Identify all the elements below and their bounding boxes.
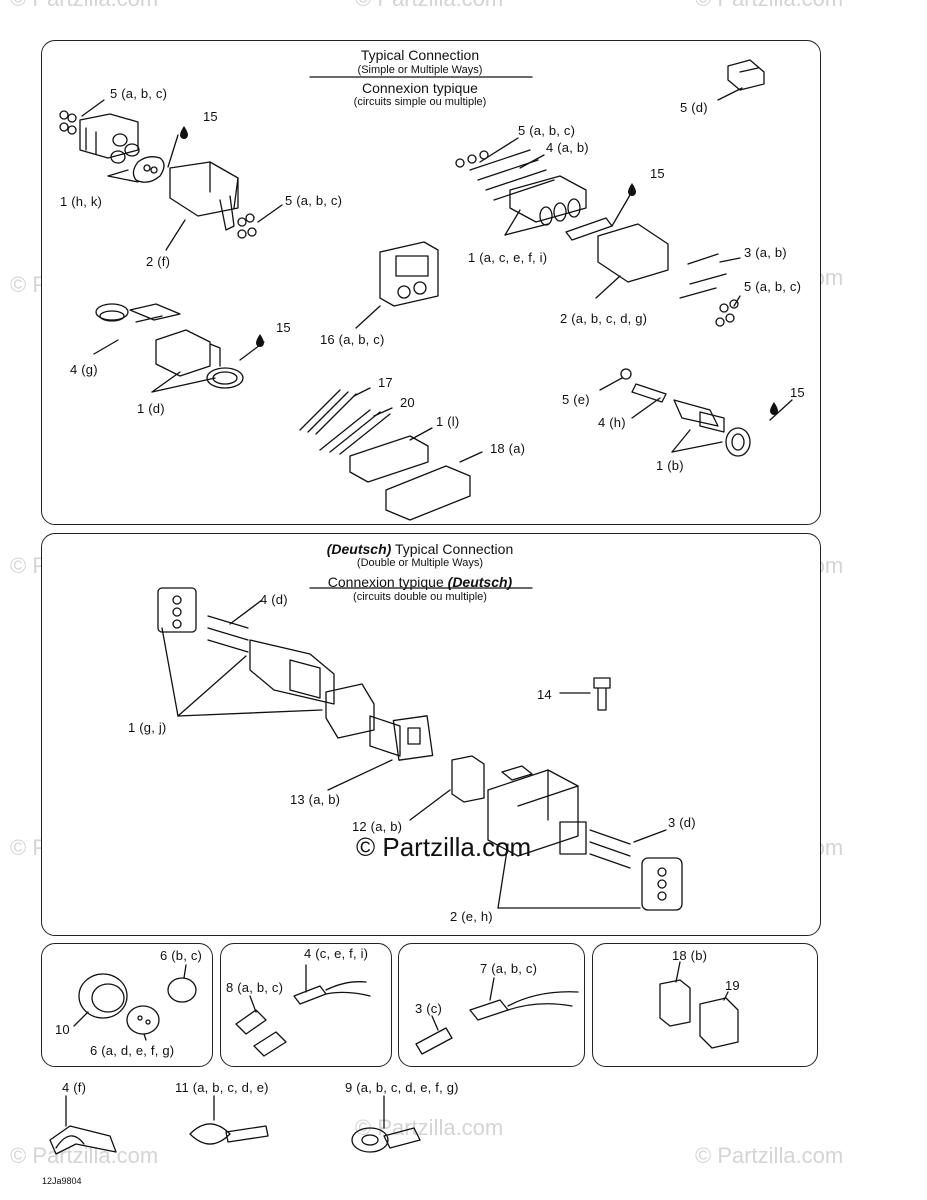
callout-label: 4 (g) [70,362,98,377]
deutsch-subtitle-en: (Double or Multiple Ways) [356,557,484,569]
callout-label: 10 [55,1022,70,1037]
deutsch-title-fr-text: Connexion typique [327,574,444,590]
callout-label: 2 (f) [146,254,171,269]
center-watermark: © Partzilla.com [356,832,532,862]
panel-subtitle-fr: (circuits simple ou multiple) [353,96,487,108]
callout-label: 4 (d) [260,592,288,607]
callout-label: 18 (a) [490,441,526,456]
callout-label: 4 (h) [598,415,626,430]
callout-label: 4 (f) [62,1080,87,1095]
callout-label: 6 (a, d, e, f, g) [90,1043,175,1058]
callout-label: 4 (c, e, f, i) [304,946,369,961]
box-tubes [220,943,392,1067]
callout-label: 15 [203,109,218,124]
callout-label: 5 (e) [562,392,590,407]
callout-label: 2 (a, b, c, d, g) [560,311,648,326]
box-caps [592,943,818,1067]
callout-label: 17 [378,375,393,390]
callout-label: 5 (a, b, c) [110,86,168,101]
watermark: © Partzilla.com [355,0,503,12]
callout-label: 1 (l) [436,414,460,429]
callout-label: 5 (a, b, c) [285,193,343,208]
deutsch-brand-fr: (Deutsch) [447,574,513,590]
deutsch-title-fr: Connexion typique (Deutsch) [300,574,540,590]
deutsch-subtitle-fr: (circuits double ou multiple) [353,591,487,603]
callout-label: 15 [650,166,665,181]
callout-label: 1 (a, c, e, f, i) [468,250,548,265]
panel-subtitle-en: (Simple or Multiple Ways) [357,64,483,76]
callout-label: 11 (a, b, c, d, e) [175,1080,269,1095]
deutsch-title-en: (Deutsch) Typical Connection [300,541,540,557]
watermark: © Partzilla.com [10,1143,159,1168]
callout-label: 15 [276,320,291,335]
callout-label: 15 [790,385,805,400]
callout-label: 2 (e, h) [450,909,493,924]
box-wire-seal [398,943,585,1067]
callout-label: 16 (a, b, c) [320,332,385,347]
watermark: © Partzilla.com [10,0,158,12]
watermark: © Partzilla.com [695,1143,844,1168]
callout-label: 9 (a, b, c, d, e, f, g) [345,1080,459,1095]
panel-title-fr: Connexion typique [362,80,478,96]
drawing-code: 12Ja9804 [42,1176,82,1186]
callout-label: 3 (a, b) [744,245,787,260]
callout-label: 4 (a, b) [546,140,589,155]
watermark: © Partzilla.com [695,0,843,12]
callout-label: 18 (b) [672,948,708,963]
callout-label: 5 (a, b, c) [744,279,802,294]
callout-label: 1 (h, k) [60,194,103,209]
callout-label: 19 [725,978,740,993]
watermark: © Partzilla.com [355,1115,504,1140]
panel-deutsch-connection [41,533,821,936]
box-grommets [41,943,213,1067]
callout-label: 1 (g, j) [128,720,167,735]
callout-label: 3 (c) [415,1001,442,1016]
callout-label: 6 (b, c) [160,948,203,963]
deutsch-brand: (Deutsch) [326,541,392,557]
panel-typical-connection [41,40,821,525]
callout-label: 7 (a, b, c) [480,961,538,976]
callout-label: 5 (d) [680,100,708,115]
callout-label: 13 (a, b) [290,792,341,807]
panel-title-en: Typical Connection [360,47,480,63]
callout-label: 1 (b) [656,458,684,473]
callout-label: 3 (d) [668,815,696,830]
callout-label: 14 [537,687,552,702]
callout-label: 20 [400,395,415,410]
callout-label: 8 (a, b, c) [226,980,284,995]
callout-label: 5 (a, b, c) [518,123,576,138]
callout-label: 1 (d) [137,401,165,416]
callout-label: 12 (a, b) [352,819,403,834]
deutsch-title-text: Typical Connection [394,541,514,557]
